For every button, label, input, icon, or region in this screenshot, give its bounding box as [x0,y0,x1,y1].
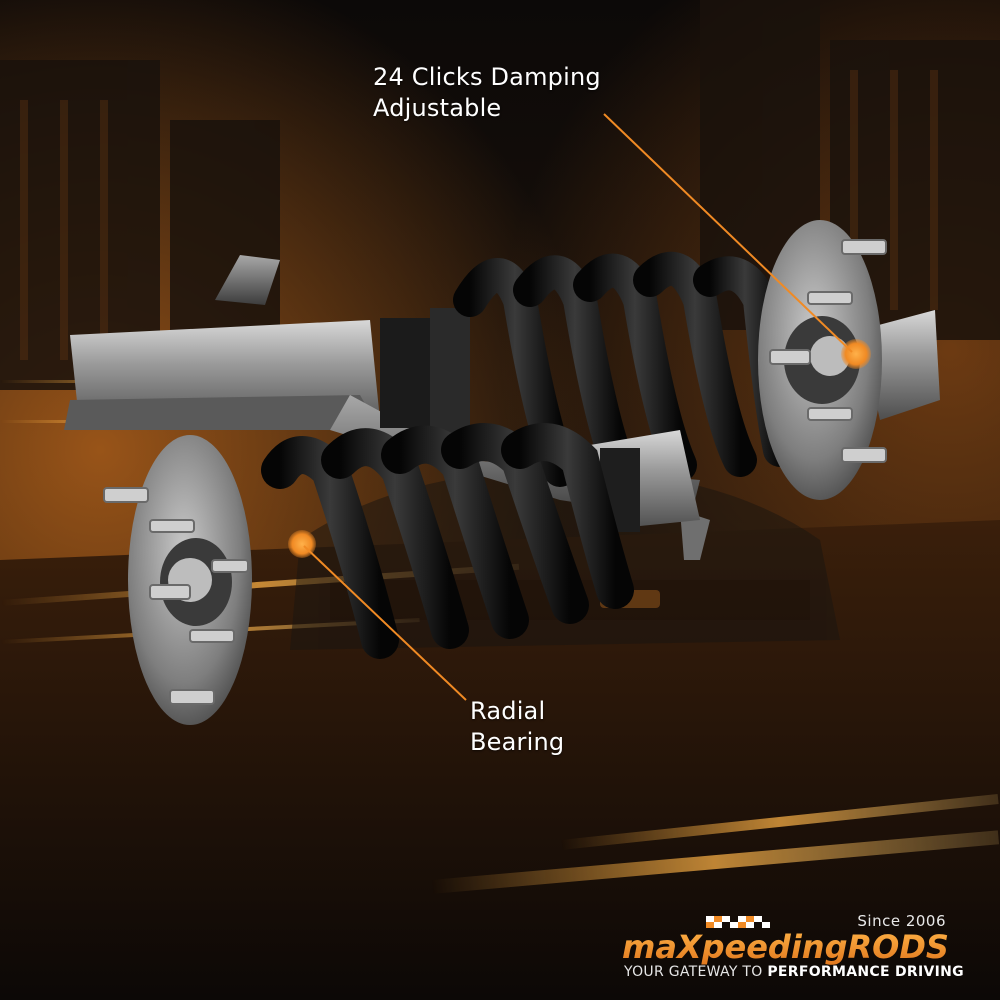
brand-wordmark: maXpeedingRODS [622,928,949,966]
brand-logo: Since 2006 maXpeedingRODS YOUR GATEWAY T… [618,908,964,988]
tagline-emphasis: PERFORMANCE DRIVING [767,964,964,980]
callout-damping-line1: 24 Clicks Damping [373,63,601,91]
tagline-lead: YOUR GATEWAY TO [624,964,768,980]
callout-damping-line2: Adjustable [373,93,502,122]
callout-bearing-line2: Bearing [470,727,565,756]
front-strut [103,423,700,725]
brand-wordmark-text: maXpeedingRODS [622,928,949,966]
callout-bearing-line1: Radial [470,697,546,725]
checkered-flag-icon [706,916,770,928]
callout-damping: 24 Clicks Damping Adjustable [373,62,601,123]
brand-tagline: YOUR GATEWAY TO PERFORMANCE DRIVING [624,964,964,980]
callout-bearing: Radial Bearing [470,696,564,757]
since-year: Since 2006 [857,912,946,930]
